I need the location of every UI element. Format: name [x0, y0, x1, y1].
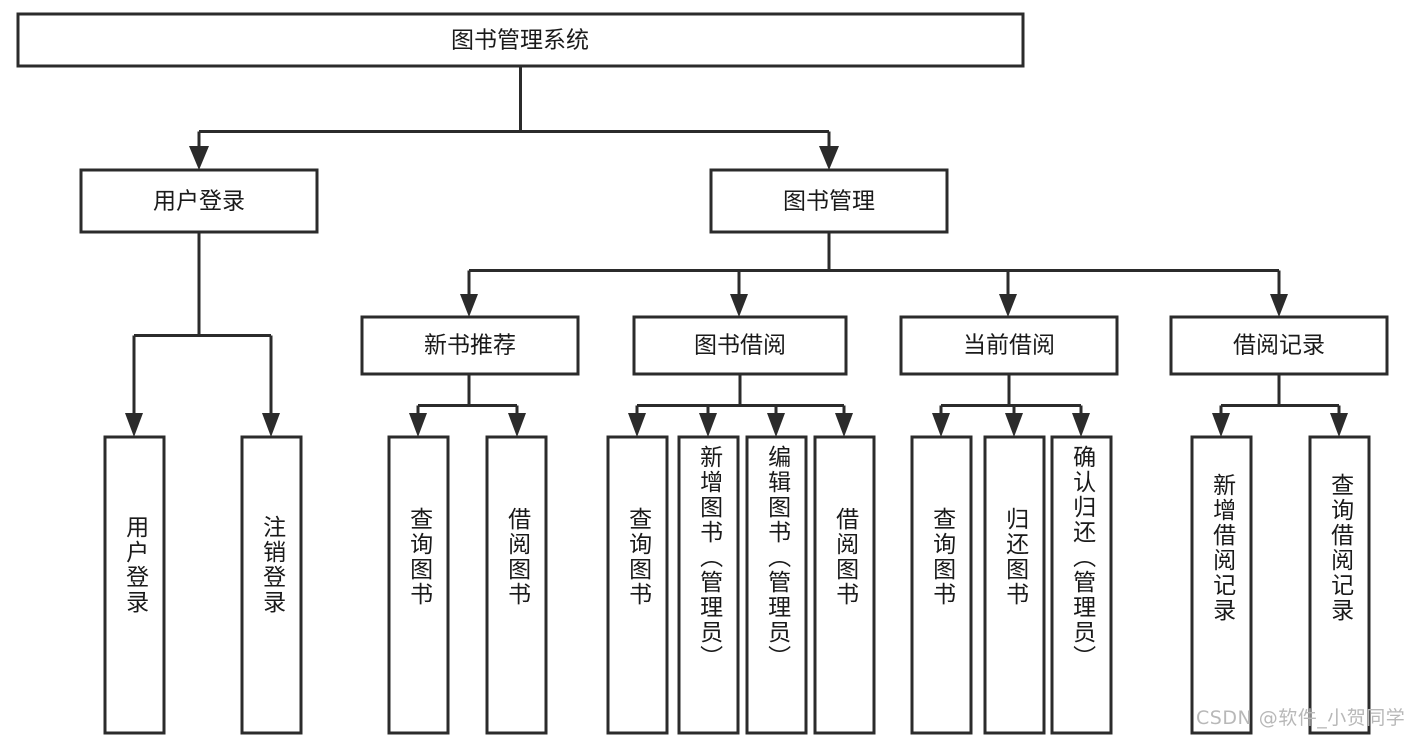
node-label-book-manage: 图书管理 [783, 189, 875, 215]
node-label-current-borrow: 当前借阅 [963, 333, 1055, 359]
arrow-head-current-borrow [999, 294, 1017, 317]
arrow-head-leaf-query-record [1330, 413, 1348, 437]
arrow-head-leaf-confirm-return [1072, 413, 1090, 437]
arrow-head-new-book-rec [460, 294, 478, 317]
node-box-new-book-rec[interactable] [360, 315, 580, 376]
node-label-root: 图书管理系统 [451, 28, 589, 54]
node-label-user-login: 用户登录 [153, 189, 245, 215]
arrow-head-leaf-query-book-2 [628, 413, 646, 437]
arrow-head-leaf-logout [262, 413, 280, 437]
node-box-leaf-borrow-book-2[interactable] [813, 435, 876, 735]
arrow-head-leaf-user-login [125, 413, 143, 437]
node-box-leaf-user-login[interactable] [103, 435, 166, 735]
node-box-leaf-borrow-book-1[interactable] [485, 435, 548, 735]
node-box-leaf-return-book[interactable] [983, 435, 1046, 735]
node-box-borrow-record[interactable] [1169, 315, 1389, 376]
arrow-head-leaf-return-book [1005, 413, 1023, 437]
arrow-head-leaf-query-book-3 [932, 413, 950, 437]
node-box-leaf-query-record[interactable] [1308, 435, 1371, 735]
node-label-new-book-rec: 新书推荐 [424, 333, 516, 359]
arrow-head-book-borrow [730, 294, 748, 317]
node-box-leaf-query-book-1[interactable] [387, 435, 450, 735]
node-box-leaf-add-book[interactable] [677, 435, 740, 735]
arrow-head-leaf-query-book-1 [409, 413, 427, 437]
arrow-head-leaf-add-book [699, 413, 717, 437]
node-box-book-borrow[interactable] [632, 315, 848, 376]
csdn-watermark: CSDN @软件_小贺同学 [1196, 707, 1405, 729]
node-layer: 图书管理系统 用户登录 图书管理 新书推荐 图书借阅 当前借阅 借阅记录 [16, 12, 1389, 735]
node-box-leaf-edit-book[interactable] [745, 435, 808, 735]
node-box-book-manage[interactable] [709, 168, 949, 234]
node-box-leaf-query-book-3[interactable] [910, 435, 973, 735]
arrow-head-leaf-edit-book [767, 413, 785, 437]
node-label-borrow-record: 借阅记录 [1233, 333, 1325, 359]
arrow-head-book-manage [819, 146, 839, 170]
arrow-head-leaf-add-record [1212, 413, 1230, 437]
arrow-head-leaf-borrow-book-1 [508, 413, 526, 437]
arrow-head-user-login [189, 146, 209, 170]
node-box-user-login[interactable] [79, 168, 319, 234]
connector-layer [125, 66, 1348, 437]
arrow-head-leaf-borrow-book-2 [835, 413, 853, 437]
node-box-leaf-query-book-2[interactable] [606, 435, 669, 735]
node-box-leaf-logout[interactable] [240, 435, 303, 735]
node-box-leaf-confirm-return[interactable] [1050, 435, 1113, 735]
arrow-head-borrow-record [1270, 294, 1288, 317]
node-label-book-borrow: 图书借阅 [694, 333, 786, 359]
node-box-current-borrow[interactable] [899, 315, 1119, 376]
node-box-leaf-add-record[interactable] [1190, 435, 1253, 735]
node-box-root[interactable] [16, 12, 1025, 68]
